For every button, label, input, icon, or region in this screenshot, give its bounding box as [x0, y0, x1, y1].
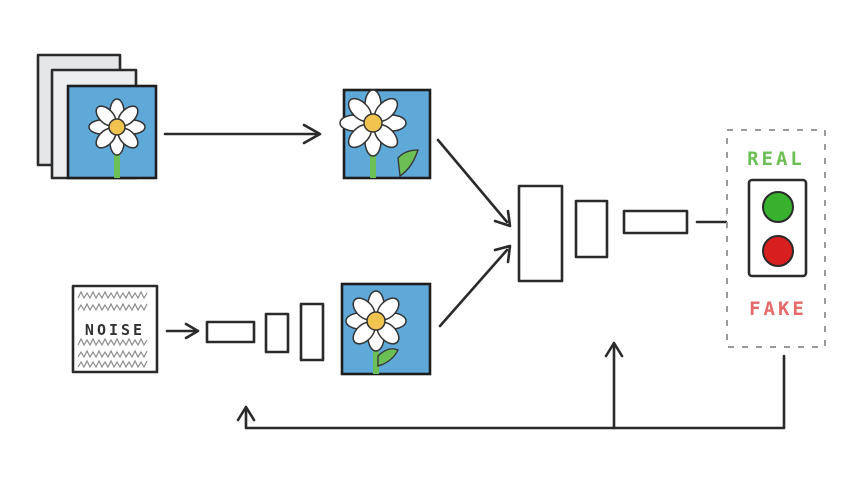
discriminator-layer-3: [622, 209, 689, 235]
output-panel: REAL FAKE: [726, 129, 826, 348]
feedback-loop: [236, 341, 786, 430]
discriminator-network: [517, 184, 689, 283]
real-sample-image: [339, 88, 432, 180]
arrow-fake-to-discriminator: [438, 244, 512, 328]
discriminator-layer-1: [517, 184, 564, 283]
real-flower-icon: [88, 98, 146, 178]
generator-network: [205, 302, 325, 362]
real-image-stack: [36, 53, 158, 180]
noise-input-box: NOISE: [71, 284, 159, 374]
traffic-light: [747, 178, 808, 278]
fake-light-icon: [762, 235, 794, 267]
arrow-real-to-discriminator: [436, 138, 512, 228]
real-label: REAL: [747, 148, 805, 170]
discriminator-layer-2: [574, 199, 609, 259]
generator-layer-3: [299, 302, 325, 362]
generator-layer-2: [264, 312, 290, 354]
real-light-icon: [762, 191, 794, 223]
noise-label: NOISE: [85, 321, 145, 339]
generated-image: [340, 282, 432, 376]
generator-layer-1: [205, 320, 256, 344]
fake-label: FAKE: [749, 298, 807, 320]
arrow-dataset-to-sample: [163, 123, 322, 145]
arrow-noise-to-generator: [165, 322, 200, 340]
